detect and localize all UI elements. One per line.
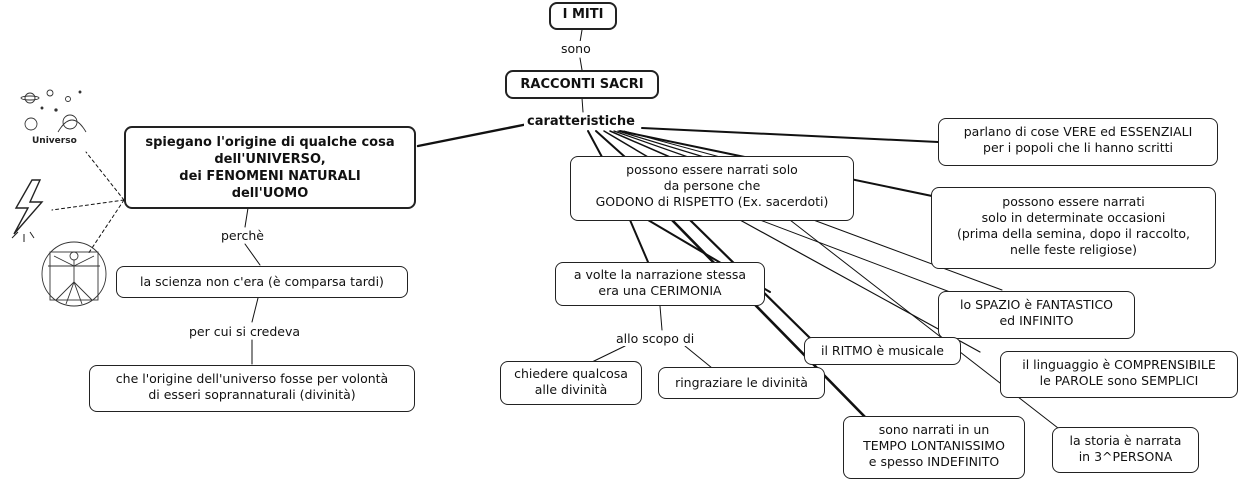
- node-determinate-occasioni[interactable]: possono essere narrati solo in determina…: [931, 187, 1216, 269]
- node-racconti-sacri[interactable]: RACCONTI SACRI: [505, 70, 659, 99]
- universe-icon-caption: Universo: [32, 136, 77, 146]
- lightning-icon: [11, 179, 44, 242]
- node-cose-vere[interactable]: parlano di cose VERE ed ESSENZIALI per i…: [938, 118, 1218, 166]
- vitruvian-man-icon: [41, 241, 107, 307]
- node-cerimonia[interactable]: a volte la narrazione stessa era una CER…: [555, 262, 765, 306]
- node-spiegano-origine[interactable]: spiegano l'origine di qualche cosa dell'…: [124, 126, 416, 209]
- node-chiedere[interactable]: chiedere qualcosa alle divinità: [500, 361, 642, 405]
- universe-icon: Universo: [20, 89, 87, 146]
- link-label-sono: sono: [558, 41, 594, 56]
- node-terza-persona[interactable]: la storia è narrata in 3^PERSONA: [1052, 427, 1199, 473]
- link-label-caratteristiche: caratteristiche: [524, 114, 638, 129]
- node-i-miti[interactable]: I MITI: [549, 2, 617, 30]
- node-origine-universo[interactable]: che l'origine dell'universo fosse per vo…: [89, 365, 415, 412]
- node-godono-rispetto[interactable]: possono essere narrati solo da persone c…: [570, 156, 854, 221]
- node-linguaggio[interactable]: il linguaggio è COMPRENSIBILE le PAROLE …: [1000, 351, 1238, 398]
- link-label-allo-scopo: allo scopo di: [613, 331, 698, 346]
- node-scienza[interactable]: la scienza non c'era (è comparsa tardi): [116, 266, 408, 298]
- node-ringraziare[interactable]: ringraziare le divinità: [658, 367, 825, 399]
- node-spazio-fantastico[interactable]: lo SPAZIO è FANTASTICO ed INFINITO: [938, 291, 1135, 339]
- node-tempo-lontanissimo[interactable]: sono narrati in un TEMPO LONTANISSIMO e …: [843, 416, 1025, 479]
- link-label-per-cui: per cui si credeva: [186, 324, 304, 339]
- node-ritmo[interactable]: il RITMO è musicale: [804, 337, 961, 365]
- link-label-perche: perchè: [218, 228, 267, 243]
